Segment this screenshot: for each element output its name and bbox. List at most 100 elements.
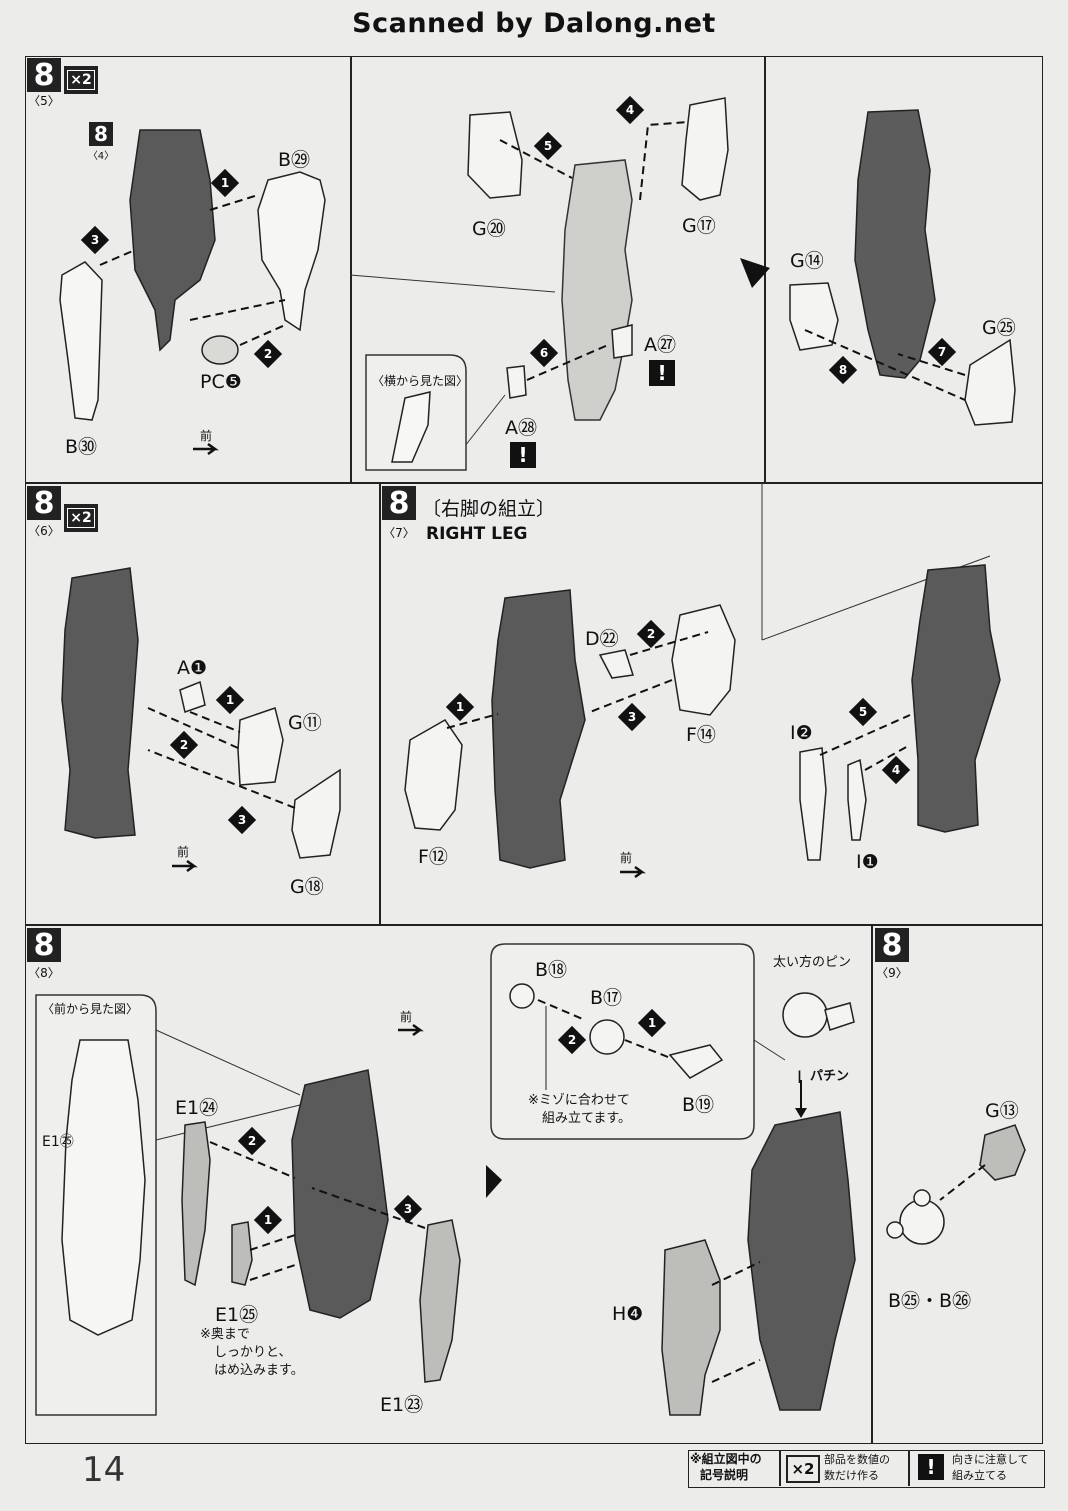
front-view-label: 〈前から見た図〉 xyxy=(42,1002,139,1016)
part-e1-24 xyxy=(181,1121,211,1287)
legend-divider-1 xyxy=(779,1450,781,1486)
part-g13 xyxy=(979,1124,1026,1181)
front-label-5: 前 xyxy=(200,429,213,443)
front-arrow-7 xyxy=(620,865,646,879)
label-f12: F⑫ xyxy=(418,846,448,868)
step-number: 8 xyxy=(27,58,61,93)
part-g18 xyxy=(291,768,341,859)
arrow-7 xyxy=(897,353,966,376)
part-e1-23 xyxy=(419,1219,461,1383)
insert-note-line1: ※奥まで xyxy=(200,1327,250,1342)
warning-icon: ! xyxy=(510,442,536,468)
ref-substep: 〈4〉 xyxy=(87,151,115,162)
part-d22 xyxy=(598,649,634,679)
label-b30: B㉚ xyxy=(65,436,98,458)
zoom-line-6 xyxy=(155,1104,301,1141)
arrow-2 xyxy=(629,631,709,656)
insert-note-line2: しっかりと、 xyxy=(214,1345,292,1360)
page-frame xyxy=(25,56,1043,1444)
leg-part-dark xyxy=(491,589,586,869)
next-arrow-1 xyxy=(740,258,770,288)
ref-step-number: 8 xyxy=(89,122,113,146)
col-divider-2 xyxy=(379,482,381,924)
substep-number: 〈9〉 xyxy=(876,966,908,980)
arrow-h4b xyxy=(711,1359,761,1383)
part-f14 xyxy=(671,604,736,716)
thick-pin xyxy=(824,1002,855,1031)
legend-x2-line1: 部品を数値の xyxy=(824,1453,890,1466)
legend-title-line2: 記号説明 xyxy=(700,1468,749,1482)
thick-pin-label: 太い方のピン xyxy=(773,955,852,970)
zoom-line-5 xyxy=(155,1029,301,1096)
label-g17: G⑰ xyxy=(682,215,716,237)
part-e1-25 xyxy=(231,1221,253,1286)
label-d22: D㉒ xyxy=(585,628,619,650)
label-g13: G⑬ xyxy=(985,1100,1019,1122)
label-f14: F⑭ xyxy=(686,724,716,746)
arrow-b19 xyxy=(624,1039,669,1058)
front-label-7: 前 xyxy=(620,851,633,865)
groove-note-line2: 組み立てます。 xyxy=(542,1111,632,1126)
part-b30 xyxy=(59,261,103,421)
page-number: 14 xyxy=(82,1450,126,1490)
legend-x2-line2: 数だけ作る xyxy=(824,1469,879,1482)
label-a28: A㉘ xyxy=(505,417,537,439)
arrow-1 xyxy=(446,713,499,729)
arrow-1a xyxy=(249,1234,296,1251)
front-label-8: 前 xyxy=(400,1010,413,1024)
legend-warn-line2: 組み立てる xyxy=(952,1469,1007,1482)
section-title-en: RIGHT LEG xyxy=(426,524,528,544)
arrow-1b xyxy=(249,1264,296,1281)
arrow-2 xyxy=(147,707,239,749)
legend-warning-icon: ! xyxy=(918,1454,944,1480)
leg-part-dark-b xyxy=(747,1111,856,1411)
part-h4 xyxy=(661,1239,721,1416)
next-arrow-2 xyxy=(486,1165,502,1198)
substep-number: 〈8〉 xyxy=(28,966,60,980)
groove-note-line1: ※ミゾに合わせて xyxy=(528,1093,630,1108)
part-i2 xyxy=(799,747,827,861)
part-a27 xyxy=(611,324,633,359)
arrow-5 xyxy=(819,714,911,756)
step-number: 8 xyxy=(27,486,61,521)
part-b17 xyxy=(589,1019,625,1055)
substep-number: 〈7〉 xyxy=(383,526,415,540)
part-g17 xyxy=(681,97,729,201)
part-a28 xyxy=(506,365,527,399)
multiplier-badge: ×2 xyxy=(64,504,98,532)
warning-icon: ! xyxy=(649,360,675,386)
label-b29: B㉙ xyxy=(278,149,311,171)
row-divider-1 xyxy=(25,482,1043,484)
arrow-g13 xyxy=(939,1164,986,1201)
arrow-h4a xyxy=(711,1261,761,1286)
legend-x2-icon: ×2 xyxy=(786,1455,820,1483)
label-g14: G⑭ xyxy=(790,250,824,272)
arrow-2 xyxy=(209,1141,296,1179)
snap-label: パチン xyxy=(810,1069,850,1084)
arrow-3 xyxy=(589,679,673,713)
arrow-b18 xyxy=(537,999,586,1021)
label-e1-23: E1㉓ xyxy=(380,1394,424,1416)
snap-arrowhead xyxy=(795,1108,807,1118)
substep-number: 〈6〉 xyxy=(28,524,60,538)
side-view-part xyxy=(391,391,431,463)
part-b19 xyxy=(668,1044,724,1079)
ball-top xyxy=(913,1189,931,1207)
col-divider-1a xyxy=(350,56,352,482)
part-b18 xyxy=(509,983,535,1009)
leg-part-dark xyxy=(291,1069,389,1319)
label-b18: B⑱ xyxy=(535,959,568,981)
arrow-2a xyxy=(189,299,286,321)
legend-warn-line1: 向きに注意して xyxy=(952,1453,1029,1466)
legend-divider-2 xyxy=(908,1450,910,1486)
step-number: 8 xyxy=(27,928,61,963)
front-view-part xyxy=(61,1039,146,1336)
label-i: I xyxy=(797,1068,803,1088)
insert-note-line3: はめ込みます。 xyxy=(214,1363,304,1378)
arrow-5 xyxy=(499,139,573,179)
label-g18: G⑱ xyxy=(290,876,324,898)
leg-part-dark xyxy=(129,129,216,352)
part-i1 xyxy=(847,758,867,841)
